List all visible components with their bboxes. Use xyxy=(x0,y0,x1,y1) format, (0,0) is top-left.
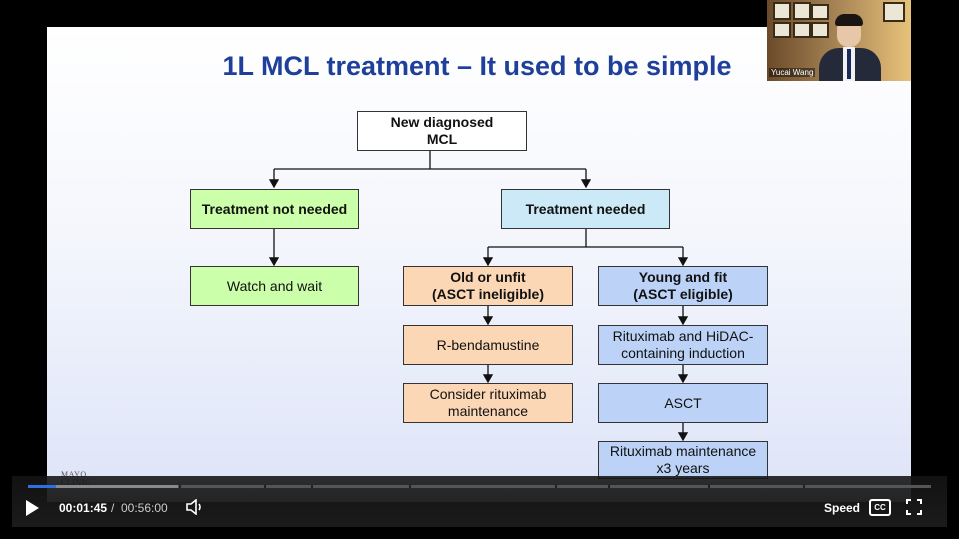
node-watch-and-wait: Watch and wait xyxy=(190,266,359,306)
duration: 00:56:00 xyxy=(121,501,168,515)
node-label: R-bendamustine xyxy=(436,336,540,353)
node-label: Treatment needed xyxy=(525,200,646,217)
node-label: Old or unfit (ASCT ineligible) xyxy=(432,269,544,302)
node-label: Rituximab and HiDAC- containing inductio… xyxy=(612,328,754,361)
speaker-webcam: Yucai Wang xyxy=(767,0,911,81)
play-button[interactable] xyxy=(26,500,39,516)
closed-captions-button[interactable]: CC xyxy=(869,499,891,516)
node-label: Consider rituximab maintenance xyxy=(429,386,547,419)
node-treatment-not-needed: Treatment not needed xyxy=(190,189,359,229)
time-separator: / xyxy=(111,501,115,515)
node-label: Treatment not needed xyxy=(201,200,348,217)
node-new-diagnosed-mcl: New diagnosed MCL xyxy=(357,111,527,151)
progress-played xyxy=(28,485,56,488)
video-player[interactable]: 1L MCL treatment – It used to be simple xyxy=(12,0,947,527)
node-consider-rituximab-maintenance: Consider rituximab maintenance xyxy=(403,383,573,423)
presentation-slide: 1L MCL treatment – It used to be simple xyxy=(47,27,911,502)
node-label: ASCT xyxy=(664,394,702,411)
node-rituximab-hidac-induction: Rituximab and HiDAC- containing inductio… xyxy=(598,325,768,365)
node-label: Young and fit (ASCT eligible) xyxy=(633,269,733,302)
player-controls: 00:01:45 / 00:56:00 Speed CC xyxy=(12,476,947,527)
node-r-bendamustine: R-bendamustine xyxy=(403,325,573,365)
speaker-name-label: Yucai Wang xyxy=(769,68,816,77)
speed-button[interactable]: Speed xyxy=(824,501,861,515)
slide-title: 1L MCL treatment – It used to be simple xyxy=(222,51,732,81)
node-treatment-needed: Treatment needed xyxy=(501,189,670,229)
node-rituximab-maintenance-3-years: Rituximab maintenance x3 years xyxy=(598,441,768,479)
node-label: New diagnosed MCL xyxy=(390,114,494,147)
node-old-or-unfit: Old or unfit (ASCT ineligible) xyxy=(403,266,573,306)
fullscreen-icon[interactable] xyxy=(906,499,922,518)
flowchart-connectors xyxy=(268,150,689,442)
node-label: Watch and wait xyxy=(226,277,323,294)
progress-bar[interactable] xyxy=(28,485,931,488)
node-label: Rituximab maintenance x3 years xyxy=(609,443,757,476)
volume-icon[interactable] xyxy=(186,498,204,518)
node-asct: ASCT xyxy=(598,383,768,423)
node-young-and-fit: Young and fit (ASCT eligible) xyxy=(598,266,768,306)
current-time: 00:01:45 xyxy=(59,501,108,515)
